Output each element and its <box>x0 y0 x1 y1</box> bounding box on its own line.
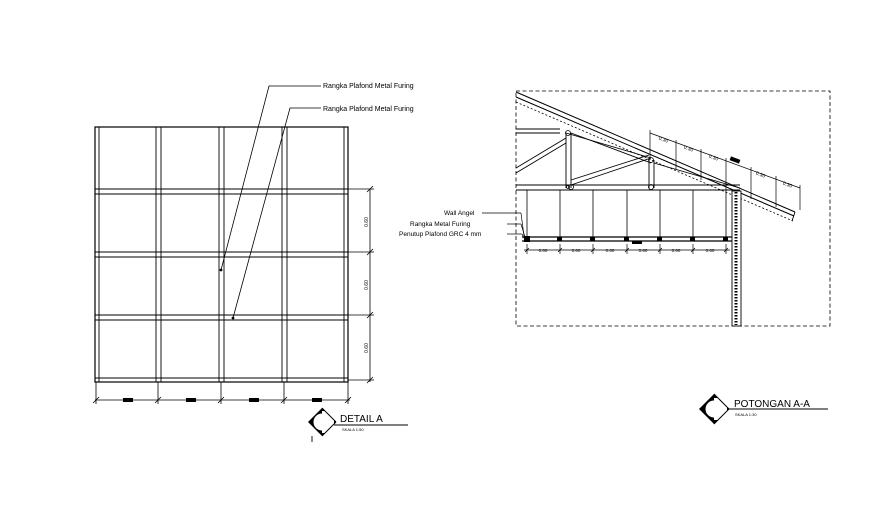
section-dim-label: 0.60 <box>706 248 715 253</box>
detail-title-symbol <box>308 407 408 442</box>
dim-text-blocks <box>123 398 322 402</box>
dim-label: 0.60 <box>364 343 370 353</box>
dim-label: 0.60 <box>364 217 370 227</box>
roof-dim-label: 0.30 <box>708 154 719 163</box>
section-border <box>515 90 831 327</box>
roof-dim-label: 0.30 <box>683 145 694 154</box>
roof-dim-text-block <box>729 156 741 164</box>
grid-horizontal-members <box>95 188 348 379</box>
detail-a-plan: Rangka Plafond Metal Furing Rangka Plafo… <box>92 83 414 442</box>
section-dim-label: 0.60 <box>539 248 548 253</box>
roof-dim-label: 0.30 <box>755 171 766 180</box>
detail-title: DETAIL A <box>340 414 383 425</box>
grid-vertical-members <box>98 127 345 382</box>
section-dimension-horizontal <box>524 244 730 254</box>
section-dim-label: 0.60 <box>606 248 615 253</box>
section-label-furring: Rangka Metal Furing <box>410 221 471 228</box>
section-label-wall-angel: Wall Angel <box>444 210 475 217</box>
roof-truss <box>515 128 741 191</box>
section-title-symbol <box>699 393 828 425</box>
section-label-grc: Penutup Plafond GRC 4 mm <box>399 231 481 238</box>
roof-covering <box>515 91 796 222</box>
section-a-a: 0.30 0.30 0.30 0.30 0.30 <box>399 90 831 425</box>
detail-scale: SKALA 1:50 <box>342 427 364 432</box>
dimension-horizontal <box>92 382 352 404</box>
section-title: POTONGAN A-A <box>734 399 810 410</box>
section-scale: SKALA 1:30 <box>735 412 757 417</box>
section-leaders <box>482 212 526 241</box>
wall <box>731 190 742 327</box>
dimension-vertical <box>348 185 374 384</box>
section-dim-label: 0.60 <box>639 248 648 253</box>
callout-label: Rangka Plafond Metal Furing <box>323 106 414 113</box>
dim-label: 0.60 <box>364 280 370 290</box>
roof-dim-label: 0.30 <box>782 181 793 190</box>
callout-leaders <box>220 85 321 319</box>
truss-joints <box>565 130 654 190</box>
roof-dim-label: 0.30 <box>658 136 669 145</box>
section-dim-label: 0.60 <box>672 248 681 253</box>
ceiling-hangers <box>526 190 727 238</box>
grid-outline <box>94 126 349 383</box>
roof-dimension <box>649 130 801 210</box>
section-dim-label: 0.60 <box>572 248 581 253</box>
callout-dots <box>219 268 235 320</box>
callout-label: Rangka Plafond Metal Furing <box>323 83 414 90</box>
furring-clips <box>524 236 728 244</box>
